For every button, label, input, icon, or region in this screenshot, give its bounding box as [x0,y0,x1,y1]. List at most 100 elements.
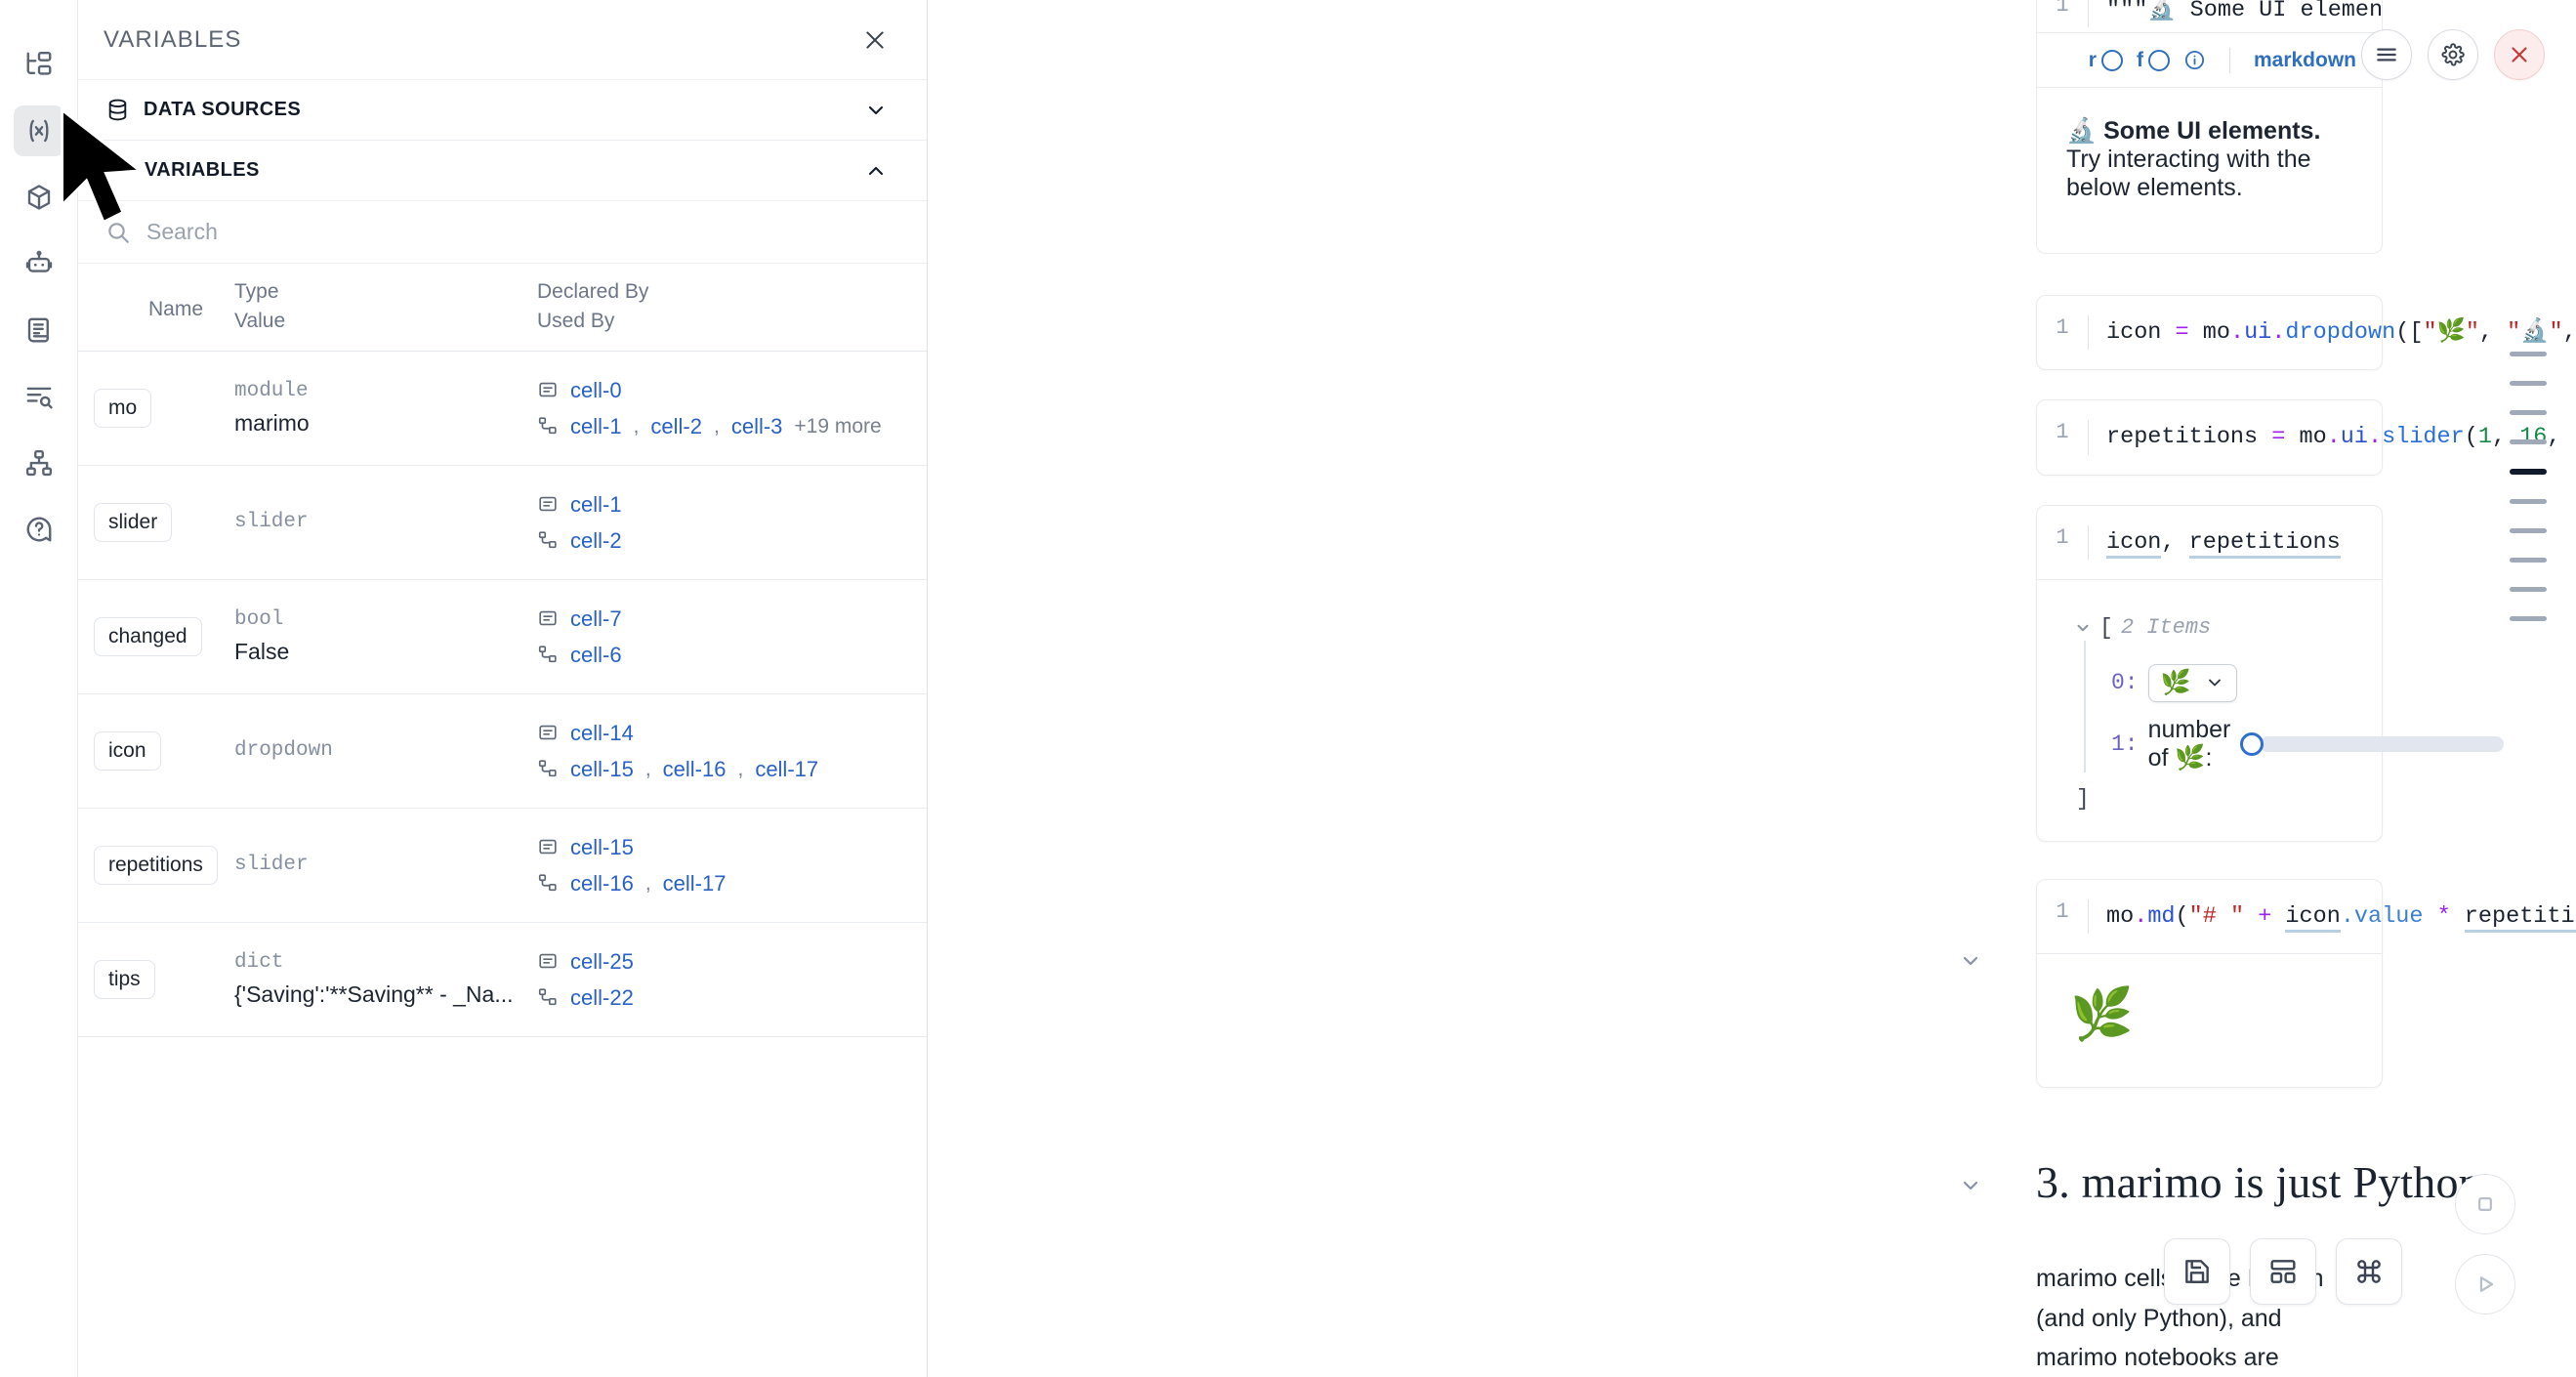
cell-link[interactable]: cell-17 [755,756,819,781]
command-icon[interactable] [2336,1238,2402,1305]
chevron-down-icon[interactable] [1951,1174,1990,1197]
scratchpad-icon[interactable] [14,305,64,355]
code-text[interactable]: icon = mo.ui.dropdown(["🌿", "🔬", "✨"], v… [2088,315,2576,351]
cell-toolbar [2361,29,2545,80]
code-editor[interactable]: 1 icon, repetitions [2036,504,2383,580]
code-editor[interactable]: 1 mo.md("# " + icon.value * repetitions.… [2036,878,2576,954]
cell-link[interactable]: cell-2 [650,413,702,438]
stop-icon[interactable] [2455,1174,2515,1234]
dependency-graph-icon[interactable] [14,438,64,488]
cell-link[interactable]: cell-7 [570,605,622,631]
minimap-dash[interactable] [2510,528,2547,533]
robot-icon[interactable] [14,238,64,289]
menu-icon[interactable] [2361,29,2412,80]
cell-link[interactable]: cell-16 [662,756,727,781]
gear-icon[interactable] [2428,29,2478,80]
cell-link[interactable]: cell-0 [570,377,622,402]
cell-output: [ 2 Items 0: 🌿 [2036,579,2505,842]
variable-name-chip[interactable]: repetitions [94,845,218,885]
cell-link[interactable]: cell-22 [570,984,634,1010]
code-text[interactable]: repetitions = mo.ui.slider(1, 16, label=… [2088,420,2576,455]
variable-name-chip[interactable]: mo [94,388,152,428]
column-header-type: Type [234,280,279,303]
chevron-down-icon[interactable] [2074,619,2092,637]
help-icon[interactable] [14,504,64,555]
variable-value: {'Saving':'**Saving** - _Na... [234,981,514,1007]
cell-link[interactable]: cell-3 [730,413,783,438]
status-f-label: f [2136,48,2143,71]
code-editor[interactable]: 1 icon = mo.ui.dropdown(["🌿", "🔬", "✨"],… [2036,295,2576,371]
json-row-dropdown: 0: 🌿 [2111,663,2352,702]
minimap[interactable] [2510,352,2547,621]
variable-name-chip[interactable]: changed [94,616,202,656]
variable-name-chip[interactable]: icon [94,730,161,771]
line-number: 1 [2056,420,2069,445]
cell-link[interactable]: cell-15 [570,756,634,781]
outline-search-icon[interactable] [14,371,64,422]
run-icon[interactable] [2455,1254,2515,1314]
variables-icon[interactable] [13,105,64,156]
panel-title: VARIABLES [104,25,242,53]
layout-icon[interactable] [2250,1238,2316,1305]
cell-icon [537,493,559,515]
minimap-dash[interactable] [2510,410,2547,415]
run-status-badge[interactable]: r [2089,49,2123,72]
cell-link[interactable]: cell-14 [570,720,634,745]
cell-statusbar: r f markdown [2036,33,2383,88]
variable-name-chip[interactable]: tips [94,959,155,999]
slider-track[interactable] [2260,735,2505,752]
notebook-area: 1 """🔬 Some UI elements.""" Try interact… [928,0,2576,1377]
chevron-up-icon[interactable] [864,159,888,183]
close-icon[interactable] [862,27,888,53]
info-icon[interactable] [2183,49,2206,71]
section-variables[interactable]: VARIABLES [78,141,927,201]
cell-link[interactable]: cell-25 [570,948,634,974]
slider-knob[interactable] [2240,731,2264,756]
minimap-dash[interactable] [2510,439,2547,444]
cell-language-label[interactable]: markdown [2253,48,2356,71]
variable-name-chip[interactable]: slider [94,502,173,542]
code-text[interactable]: mo.md("# " + icon.value * repetitions.va… [2088,898,2576,934]
code-editor[interactable]: 1 repetitions = mo.ui.slider(1, 16, labe… [2036,399,2576,476]
column-header-name: Name [148,298,204,320]
file-explorer-icon[interactable] [14,39,64,90]
packages-icon[interactable] [14,172,64,223]
minimap-dash[interactable] [2510,381,2547,386]
code-text[interactable]: icon, repetitions [2088,524,2382,560]
cell-link[interactable]: cell-15 [570,834,634,859]
cell-link[interactable]: cell-16 [570,870,634,896]
minimap-dash[interactable] [2510,352,2547,356]
cell-link[interactable]: cell-1 [570,413,622,438]
slider-widget[interactable] [2240,731,2505,756]
cell-link[interactable]: cell-6 [570,642,622,667]
json-root-row[interactable]: [ 2 Items [2074,615,2352,641]
close-icon[interactable] [2494,29,2545,80]
minimap-dash[interactable] [2510,469,2547,475]
cell-link[interactable]: cell-1 [570,491,622,517]
search-input[interactable] [146,219,899,245]
minimap-dash[interactable] [2510,616,2547,621]
variable-value: False [234,638,290,664]
section-data-sources[interactable]: DATA SOURCES [78,80,927,141]
save-icon[interactable] [2164,1238,2230,1305]
minimap-dash[interactable] [2510,558,2547,563]
dropdown-widget[interactable]: 🌿 [2147,663,2237,702]
chevron-down-icon[interactable] [864,99,888,122]
minimap-dash[interactable] [2510,587,2547,592]
clipped-markdown-cell[interactable]: 1 """🔬 Some UI elements.""" Try interact… [2036,0,2383,33]
code-text[interactable]: """🔬 Some UI elements.""" Try interactin… [2088,0,2382,28]
minimap-dash[interactable] [2510,499,2547,504]
chevron-down-icon[interactable] [1951,949,1990,973]
cell-link[interactable]: cell-2 [570,527,622,553]
declared-by-line: cell-1 [537,487,915,522]
more-count[interactable]: +19 more [794,414,882,438]
format-status-badge[interactable]: f [2137,49,2170,72]
cell-link[interactable]: cell-17 [662,870,727,896]
